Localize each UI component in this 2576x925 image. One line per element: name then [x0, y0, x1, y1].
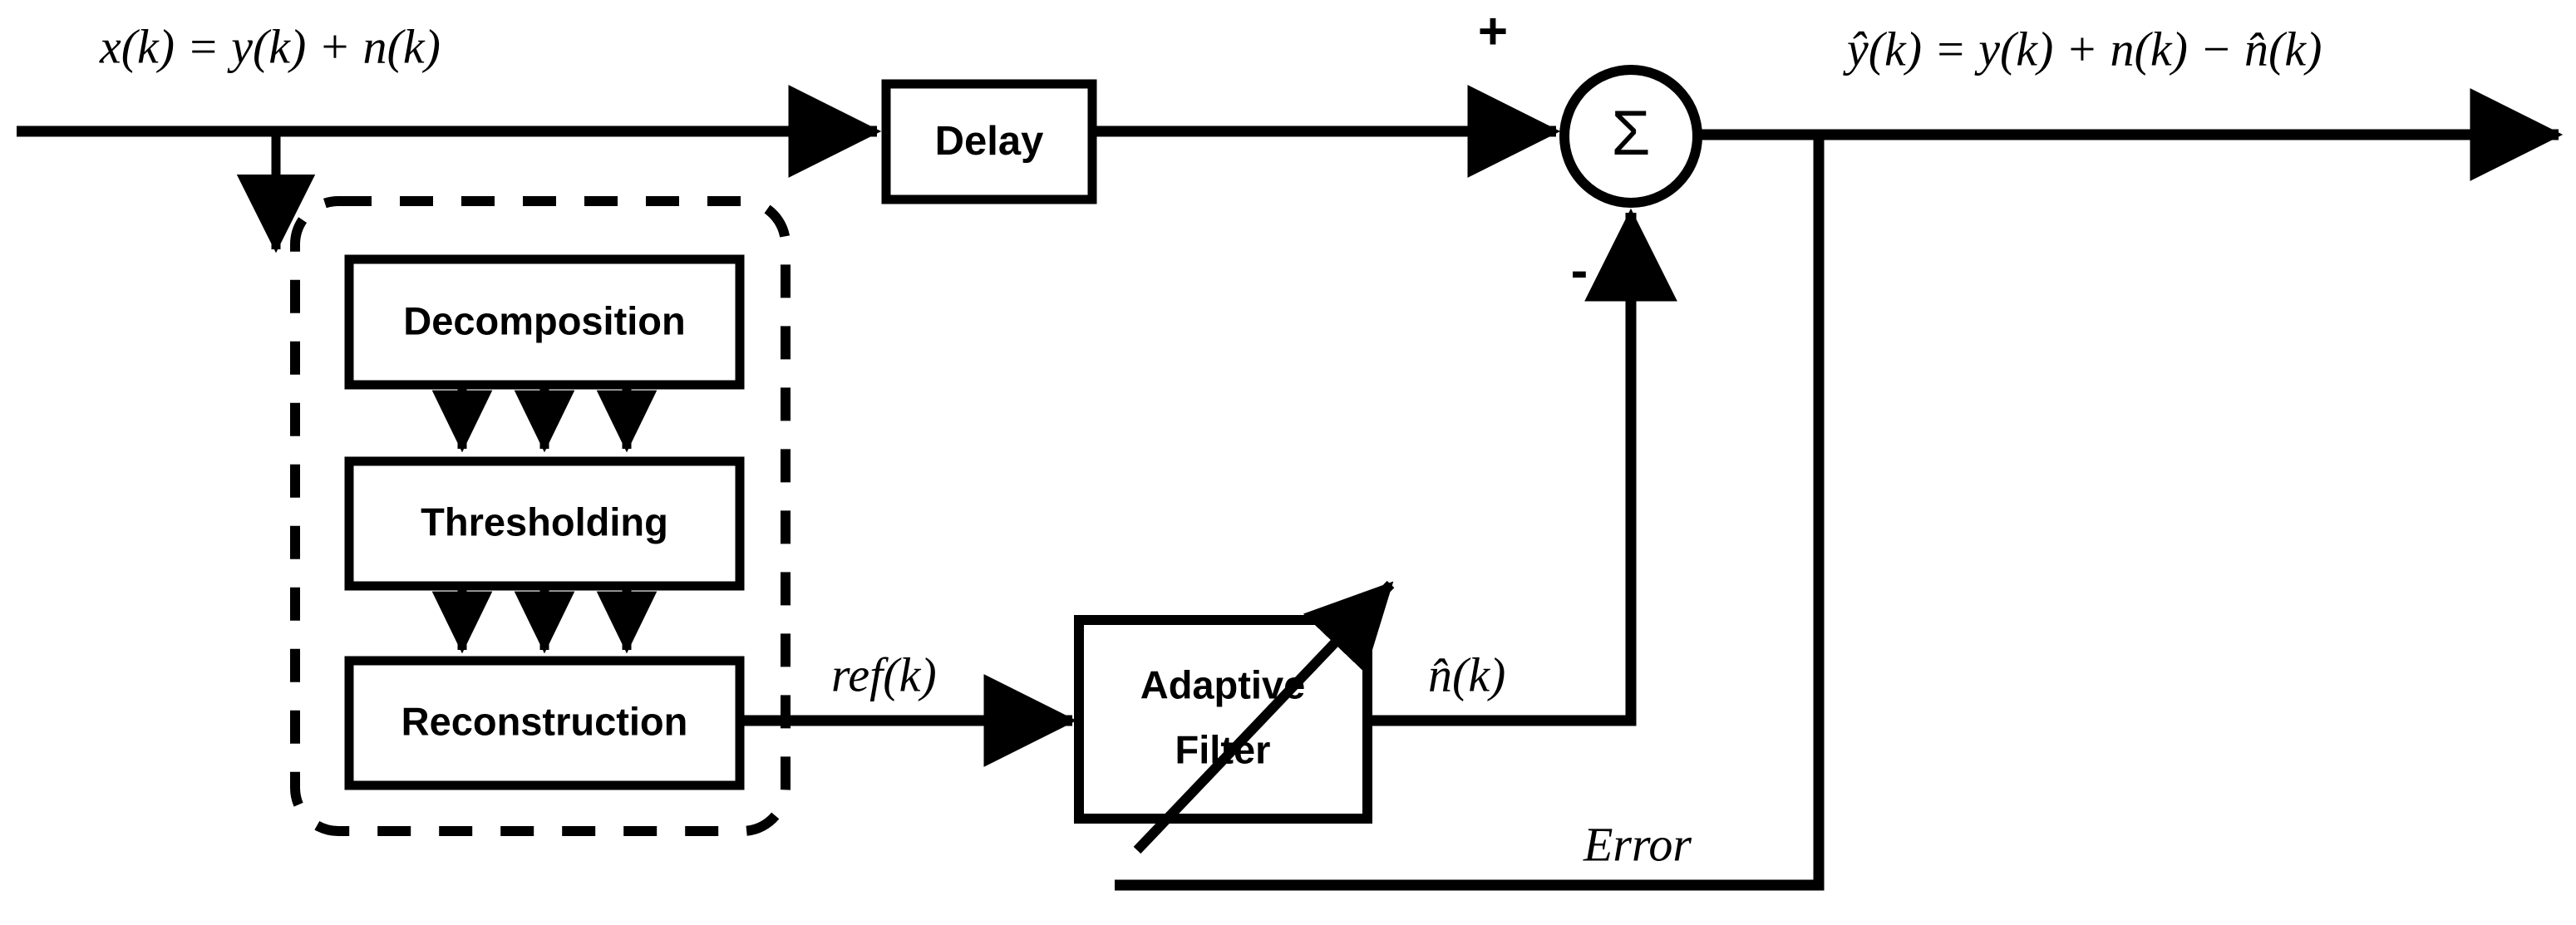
noise-estimate-label: n̂(k): [1428, 647, 1505, 701]
sigma-symbol: Σ: [1612, 98, 1651, 169]
thresholding-block-label: Thresholding: [421, 499, 668, 544]
plus-sign-label: +: [1478, 2, 1508, 60]
output-signal-label: ŷ(k) = y(k) + n(k) − n̂(k): [1843, 22, 2322, 76]
minus-sign-label: -: [1571, 242, 1588, 299]
decomposition-block-label: Decomposition: [403, 298, 685, 342]
delay-block-label: Delay: [935, 119, 1044, 164]
wavelet-denoising-group: [290, 196, 791, 836]
thresholding-block[interactable]: [344, 456, 745, 591]
noise-estimate-wire: [1367, 208, 1677, 726]
adaptation-arrow-icon: [1133, 580, 1395, 854]
decomposition-block[interactable]: [344, 254, 745, 390]
delay-block[interactable]: [881, 79, 1097, 204]
error-signal-label: Error: [1583, 817, 1692, 871]
error-feedback-wire: [1115, 135, 1825, 891]
reference-signal-label: ref(k): [831, 647, 937, 701]
reconstruction-block-label: Reconstruction: [401, 699, 688, 743]
input-signal-label: x(k) = y(k) + n(k): [99, 19, 441, 73]
